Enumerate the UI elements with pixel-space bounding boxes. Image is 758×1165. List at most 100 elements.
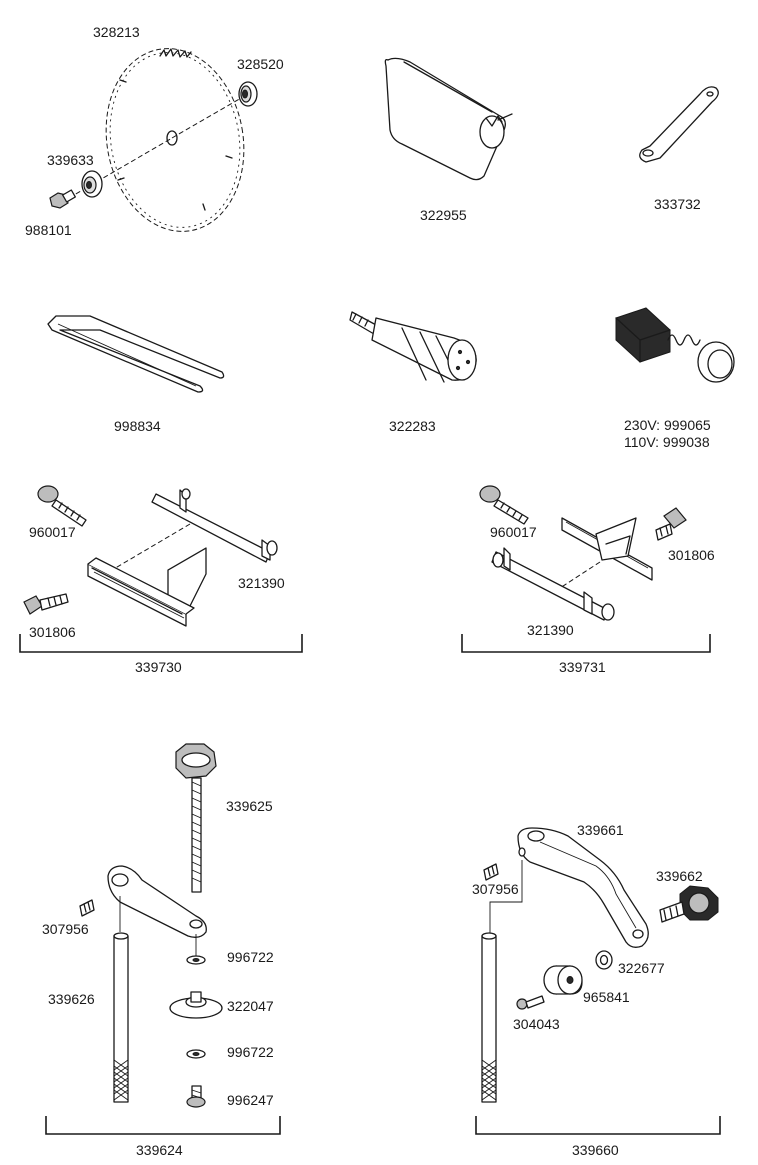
label-996247: 996247 — [227, 1092, 274, 1108]
label-960017-a: 960017 — [29, 524, 76, 540]
label-339730: 339730 — [135, 659, 182, 675]
assembly-339624: 339625 307956 996722 322047 996722 — [42, 743, 281, 1158]
thumb-screw-960017-a — [37, 485, 87, 527]
outer-flange — [238, 81, 258, 107]
screw-304043 — [516, 995, 545, 1010]
blade-guard-group: 322955 — [384, 57, 513, 223]
label-339661: 339661 — [577, 822, 624, 838]
label-998834: 998834 — [114, 418, 161, 434]
washer-322677 — [595, 950, 613, 970]
label-328520: 328520 — [237, 56, 284, 72]
label-322283: 322283 — [389, 418, 436, 434]
guard-pin — [497, 113, 513, 121]
label-988101: 988101 — [25, 222, 72, 238]
slide-bracket-b — [561, 517, 653, 581]
screw-996247 — [186, 1085, 206, 1108]
blade-arbor-hole — [166, 130, 178, 146]
rod-321390-a — [151, 488, 278, 563]
assembly-a-dash — [111, 523, 191, 571]
blade-axis-line-2 — [171, 93, 249, 139]
label-301806-a: 301806 — [29, 624, 76, 640]
washer-996722-bottom — [186, 1049, 206, 1059]
knob-pin-3 — [455, 365, 461, 371]
assembly-339660: 339661 307956 339662 322677 965841 — [472, 822, 721, 1158]
brush-cap-face — [707, 349, 733, 379]
push-stick-group: 998834 — [47, 315, 225, 434]
label-965841: 965841 — [583, 989, 630, 1005]
wing-bolt-301806-b — [655, 507, 687, 541]
label-339625: 339625 — [226, 798, 273, 814]
label-307956-a: 307956 — [42, 921, 89, 937]
label-960017-b: 960017 — [490, 524, 537, 540]
saw-blade-inner-edge — [109, 52, 241, 228]
label-339731: 339731 — [559, 659, 606, 675]
label-339662: 339662 — [656, 868, 703, 884]
label-304043: 304043 — [513, 1016, 560, 1032]
wrench-hole-b — [706, 91, 714, 97]
pad-322047 — [169, 991, 223, 1019]
brush-edges — [615, 317, 671, 363]
label-328213: 328213 — [93, 24, 140, 40]
saw-blade — [105, 48, 245, 232]
label-339624: 339624 — [136, 1142, 183, 1158]
label-339660: 339660 — [572, 1142, 619, 1158]
knob-thread — [352, 313, 369, 327]
bracket-339731 — [461, 634, 711, 653]
guard-top-edge — [403, 61, 493, 113]
arbor-bolt — [49, 189, 76, 209]
arm-post-lead — [489, 860, 523, 936]
label-301806-b: 301806 — [668, 547, 715, 563]
set-screw-307956-b — [483, 863, 499, 881]
label-321390-a: 321390 — [238, 575, 285, 591]
brush-spring — [667, 334, 701, 346]
label-322047: 322047 — [227, 998, 274, 1014]
bracket-339624 — [45, 1116, 281, 1135]
knob-end — [447, 339, 477, 381]
label-333732: 333732 — [654, 196, 701, 212]
label-339633: 339633 — [47, 152, 94, 168]
carbon-brush-group: 230V: 999065 110V: 999038 — [615, 307, 735, 450]
label-322677: 322677 — [618, 960, 665, 976]
arm-339661 — [517, 827, 649, 948]
wrench-hole-a — [642, 149, 654, 157]
clamp-arm — [107, 865, 207, 956]
wrench — [639, 86, 719, 163]
knob-339662 — [659, 885, 719, 923]
label-307956-b: 307956 — [472, 881, 519, 897]
label-322955: 322955 — [420, 207, 467, 223]
post-339626 — [113, 932, 129, 1103]
blade-axis-line — [61, 137, 173, 203]
roller-965841 — [543, 965, 583, 995]
clamp-knob-339625 — [175, 743, 217, 893]
label-996722-bottom: 996722 — [227, 1044, 274, 1060]
blade-guard — [384, 57, 506, 181]
set-screw-307956-a — [79, 899, 95, 917]
washer-996722-top — [186, 955, 206, 965]
knob-handle-group: 322283 — [349, 311, 477, 434]
inner-flange — [81, 170, 103, 198]
bracket-339730 — [19, 634, 303, 653]
label-brush-110v: 110V: 999038 — [624, 434, 710, 450]
assembly-339730: 960017 321390 301806 339730 — [19, 485, 303, 675]
assembly-b-dash — [559, 561, 601, 589]
wrench-group: 333732 — [639, 86, 719, 212]
slide-bracket-a — [87, 547, 207, 627]
thumb-screw-960017-b — [479, 485, 529, 525]
label-339626: 339626 — [48, 991, 95, 1007]
saw-blade-group: 328213 328520 339633 988101 — [25, 24, 284, 238]
bracket-339660 — [475, 1116, 721, 1135]
wing-bolt-301806-a — [23, 593, 69, 615]
blade-teeth — [117, 48, 233, 211]
knob-pin-2 — [465, 359, 471, 365]
brush-block — [615, 307, 671, 363]
label-996722-top: 996722 — [227, 949, 274, 965]
push-stick-edge — [57, 323, 197, 387]
post-339660 — [481, 932, 497, 1103]
guard-pivot — [479, 115, 505, 149]
rod-321390-b — [491, 547, 615, 621]
label-brush-230v: 230V: 999065 — [624, 417, 711, 433]
push-stick — [47, 315, 225, 393]
label-321390-b: 321390 — [527, 622, 574, 638]
assembly-339731: 960017 301806 321390 339731 — [461, 485, 715, 675]
